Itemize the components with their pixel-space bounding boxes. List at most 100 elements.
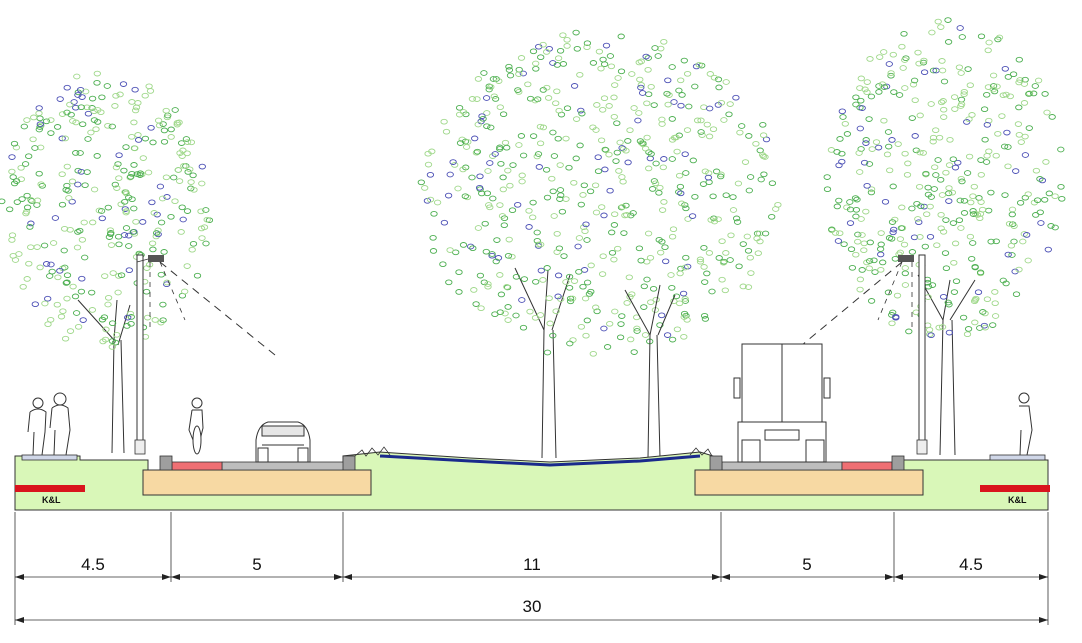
leaf-mark (125, 267, 133, 274)
leaf-mark (157, 271, 165, 278)
leaf-mark (23, 117, 31, 123)
leaf-mark (989, 72, 998, 79)
leaf-mark (870, 257, 878, 264)
leaf-mark (987, 238, 995, 245)
leaf-mark (932, 127, 940, 134)
leaf-mark (901, 150, 909, 157)
leaf-mark (125, 194, 133, 201)
leaf-mark (1036, 176, 1044, 182)
leaf-mark (49, 240, 58, 246)
leaf-mark (575, 235, 584, 241)
leaf-mark (1001, 192, 1009, 198)
leaf-mark (677, 77, 685, 84)
leaf-mark (553, 249, 561, 255)
leaf-mark (106, 227, 115, 234)
leaf-mark (558, 208, 567, 215)
leaf-mark (890, 89, 898, 95)
leaf-mark (1020, 100, 1029, 106)
leaf-mark (8, 168, 16, 175)
leaf-mark (957, 101, 966, 108)
leaf-mark (865, 258, 874, 264)
leaf-mark (927, 332, 935, 339)
leaf-mark (486, 160, 494, 166)
leaf-mark (718, 238, 726, 245)
leaf-mark (492, 258, 500, 265)
leaf-mark (967, 199, 975, 206)
leaf-mark (63, 84, 71, 91)
leaf-mark (938, 67, 947, 74)
leaf-mark (732, 94, 740, 101)
leaf-mark (971, 319, 979, 326)
leaf-mark (744, 247, 753, 254)
leaf-mark (126, 174, 134, 181)
leaf-mark (476, 173, 484, 180)
leaf-mark (136, 170, 144, 177)
leaf-mark (977, 171, 985, 178)
leaf-mark (518, 178, 526, 185)
leaf-mark (633, 328, 641, 334)
leaf-mark (520, 276, 529, 282)
leaf-mark (852, 94, 860, 101)
leaf-mark (602, 147, 610, 153)
leaf-mark (25, 260, 33, 267)
leaf-mark (1033, 197, 1042, 204)
leaf-mark (922, 170, 930, 177)
leaf-mark (83, 104, 91, 111)
leaf-mark (563, 36, 571, 43)
leaf-mark (867, 186, 876, 193)
leaf-mark (109, 270, 117, 276)
leaf-mark (591, 182, 600, 189)
leaf-mark (582, 332, 590, 339)
leaf-mark (88, 307, 97, 313)
leaf-mark (500, 222, 508, 229)
leaf-mark (725, 111, 733, 118)
truck (733, 343, 831, 463)
leaf-mark (529, 48, 538, 55)
leaf-mark (48, 268, 56, 275)
leaf-mark (580, 224, 588, 231)
leaf-mark (668, 284, 676, 291)
leaf-mark (880, 49, 888, 55)
leaf-mark (722, 79, 730, 85)
leaf-mark (877, 266, 885, 273)
leaf-mark (652, 296, 660, 303)
leaf-mark (866, 239, 874, 246)
leaf-mark (950, 259, 958, 266)
leaf-mark (670, 99, 678, 105)
leaf-mark (705, 250, 714, 256)
leaf-mark (673, 326, 682, 333)
leaf-mark (746, 254, 754, 261)
leaf-mark (672, 293, 681, 300)
leaf-mark (886, 167, 894, 174)
leaf-mark (974, 289, 983, 296)
leaf-mark (682, 170, 690, 176)
leaf-mark (703, 270, 711, 277)
leaf-mark (145, 83, 153, 90)
leaf-mark (738, 123, 746, 129)
leaf-mark (939, 98, 947, 104)
leaf-mark (115, 241, 123, 248)
leaf-mark (1015, 104, 1023, 111)
leaf-mark (1045, 190, 1053, 197)
leaf-mark (519, 70, 527, 77)
leaf-mark (701, 279, 709, 285)
leaf-mark (622, 147, 630, 154)
leaf-mark (509, 162, 517, 168)
leaf-mark (966, 82, 974, 89)
leaf-mark (433, 199, 442, 206)
leaf-mark (905, 328, 913, 335)
leaf-mark (668, 156, 676, 162)
leaf-mark (618, 313, 626, 319)
leaf-mark (1011, 268, 1019, 275)
leaf-mark (612, 158, 620, 164)
leaf-mark (93, 79, 101, 86)
leaf-mark (1051, 193, 1059, 200)
leaf-mark (657, 45, 665, 52)
leaf-mark (35, 105, 43, 111)
leaf-mark (35, 110, 43, 117)
leaf-mark (88, 95, 97, 102)
leaf-mark (44, 321, 52, 328)
leaf-mark (860, 159, 869, 166)
leaf-mark (543, 84, 551, 91)
leaf-mark (968, 112, 976, 118)
